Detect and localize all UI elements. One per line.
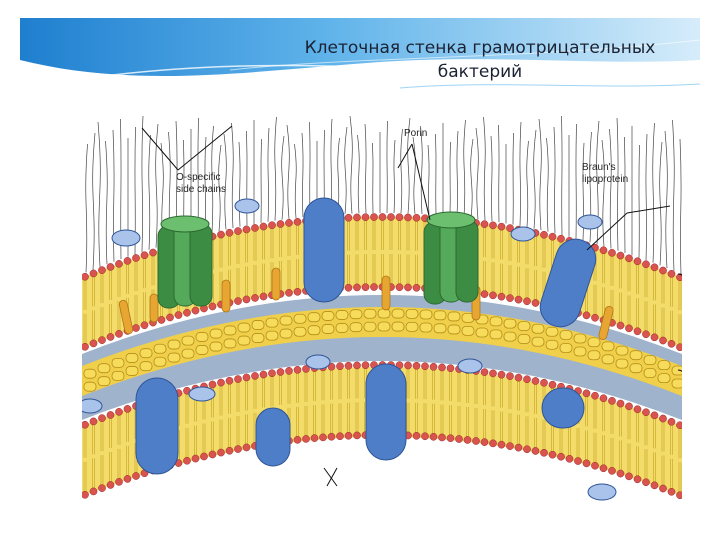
title-line-1: Клеточная стенка грамотрицательных bbox=[304, 38, 656, 58]
porin-protein-right bbox=[423, 211, 479, 305]
porin-protein-left bbox=[157, 215, 213, 309]
inner-membrane-head-groups-top bbox=[82, 361, 682, 430]
label-o-specific-line2: side chains bbox=[176, 184, 226, 195]
inner-membrane-proteins bbox=[82, 354, 617, 501]
label-porin: Porin bbox=[404, 128, 427, 139]
layer-bracket-lower bbox=[677, 369, 682, 372]
label-brauns-line2: lipoprotein bbox=[582, 174, 628, 185]
label-brauns-line1: Braun's bbox=[582, 162, 616, 173]
header-wave-decoration bbox=[20, 18, 701, 110]
title-line-2: бактерий bbox=[437, 62, 523, 82]
cell-wall-illustration: O-specific side chains Porin Braun's lip… bbox=[82, 108, 682, 528]
peptidoglycan-units bbox=[83, 308, 682, 392]
label-pointer-lines bbox=[141, 125, 671, 487]
slide-title: Клеточная стенка грамотрицательных бакте… bbox=[270, 36, 690, 84]
label-o-specific-line1: O-specific bbox=[176, 172, 220, 183]
outer-membrane-proteins bbox=[111, 197, 603, 328]
